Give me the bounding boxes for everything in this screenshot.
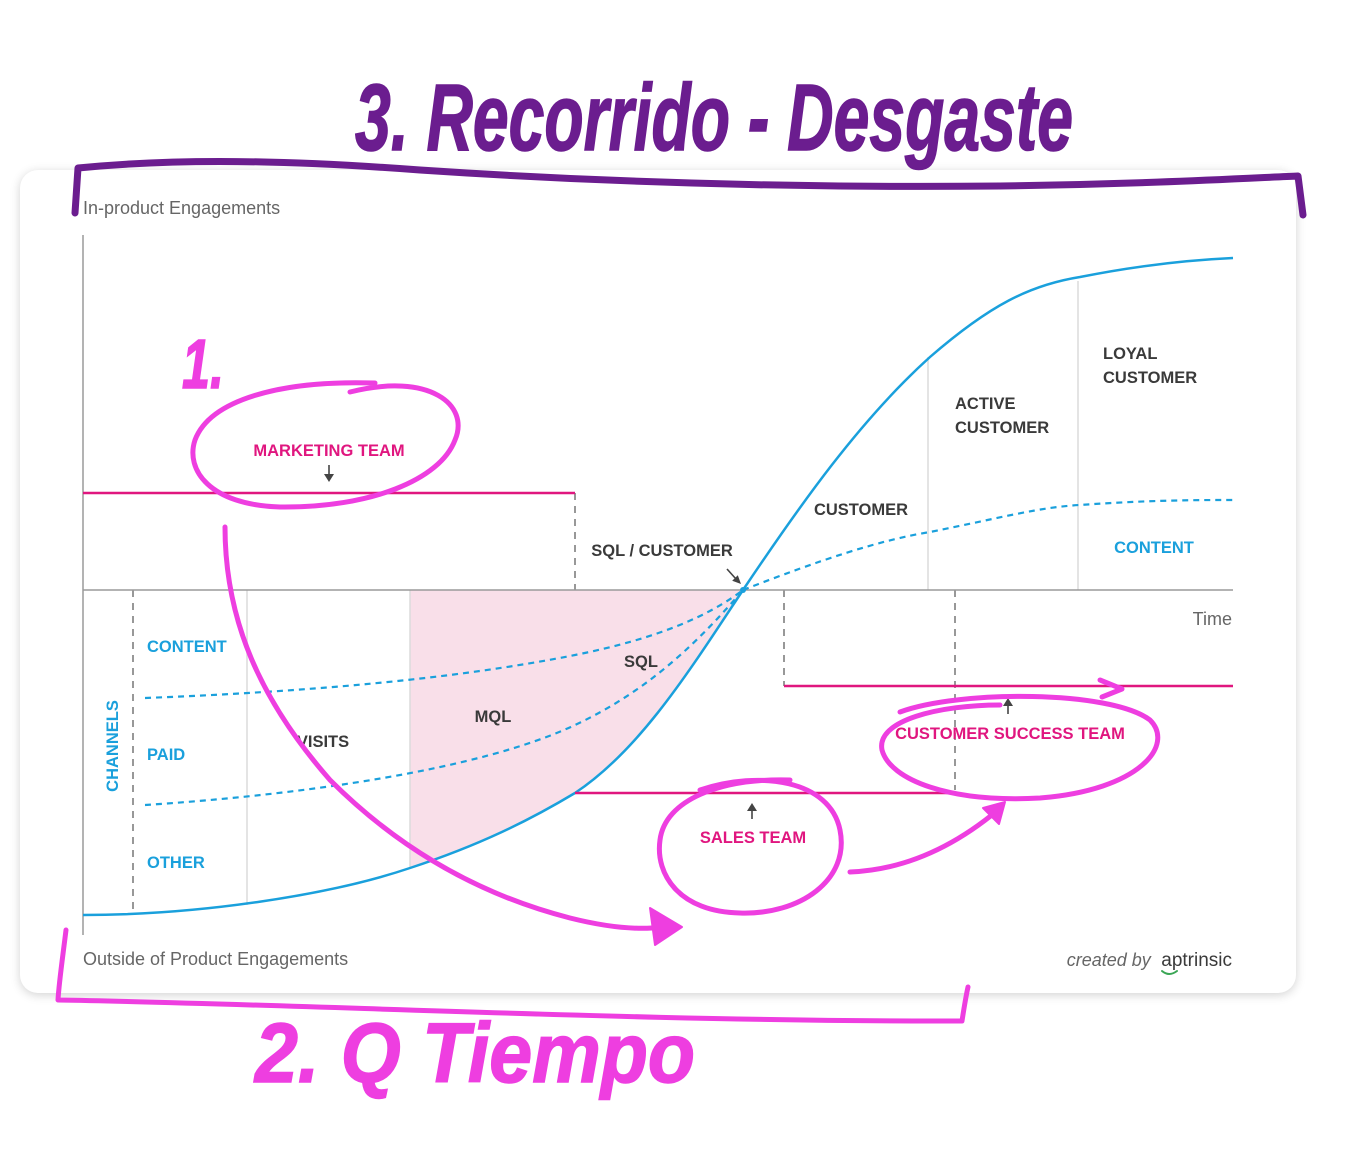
arrowhead-icon <box>649 907 683 946</box>
handwritten-step-1: 1. <box>182 325 224 403</box>
aptrinsic-smile-icon <box>1161 970 1178 975</box>
purple-bracket-mark <box>71 158 1307 219</box>
stage-label-active-line-2: CUSTOMER <box>955 419 1049 437</box>
stage-label-loyal-customer: LOYAL CUSTOMER <box>1103 345 1197 387</box>
post-sale-content-label: CONTENT <box>1114 539 1194 557</box>
channels-label: CHANNELS <box>104 700 122 792</box>
credit-prefix: created by <box>1067 950 1152 970</box>
stage-label-active-line-1: ACTIVE <box>955 395 1016 413</box>
y-axis-bottom-label: Outside of Product Engagements <box>83 949 348 969</box>
handwritten-step-2: 2. Q Tiempo <box>253 1006 695 1100</box>
mql-sql-highlight-area <box>410 590 743 868</box>
sql-customer-point <box>740 587 746 593</box>
arrow-up-icon <box>747 803 757 819</box>
credit-line: created by aptrinsic <box>1067 950 1232 971</box>
x-axis-label: Time <box>1193 609 1232 629</box>
customer-success-team-label: CUSTOMER SUCCESS TEAM <box>895 725 1125 743</box>
marketing-to-sales-arrow-mark <box>222 524 665 931</box>
arrow-up-icon <box>1003 698 1013 714</box>
stage-label-sql-customer: SQL / CUSTOMER <box>591 542 733 560</box>
channel-content: CONTENT <box>147 638 227 656</box>
stage-label-mql: MQL <box>475 708 512 726</box>
paid-channel-curve <box>144 589 744 807</box>
stage-label-loyal-line-1: LOYAL <box>1103 345 1157 363</box>
handwritten-title: 3. Recorrido - Desgaste <box>355 65 1073 171</box>
content-channel-curve <box>144 589 744 700</box>
content-curve-in-product <box>742 498 1234 592</box>
credit-brand: aptrinsic <box>1161 950 1232 971</box>
sales-team-circle-mark <box>656 777 844 916</box>
stage-label-loyal-line-2: CUSTOMER <box>1103 369 1197 387</box>
arrowhead-icon <box>982 801 1006 825</box>
marketing-team-label: MARKETING TEAM <box>253 442 404 460</box>
y-axis-top-label: In-product Engagements <box>83 198 280 218</box>
stage-label-sql: SQL <box>624 653 658 671</box>
chevron-right-icon <box>1097 677 1125 700</box>
magenta-bracket-mark <box>55 927 971 1024</box>
channel-other: OTHER <box>147 854 205 872</box>
journey-curve <box>82 256 1234 917</box>
customer-success-circle-mark <box>879 693 1161 802</box>
arrow-down-right-icon <box>726 568 741 584</box>
sales-team-label: SALES TEAM <box>700 829 806 847</box>
stage-label-active-customer: ACTIVE CUSTOMER <box>955 395 1049 437</box>
marketing-team-circle-mark <box>190 380 461 510</box>
sales-to-success-arrow-mark <box>847 807 1001 875</box>
stage-label-customer: CUSTOMER <box>814 501 908 519</box>
stage-label-visits: VISITS <box>297 733 349 751</box>
channel-paid: PAID <box>147 746 185 764</box>
arrow-down-icon <box>324 465 334 482</box>
